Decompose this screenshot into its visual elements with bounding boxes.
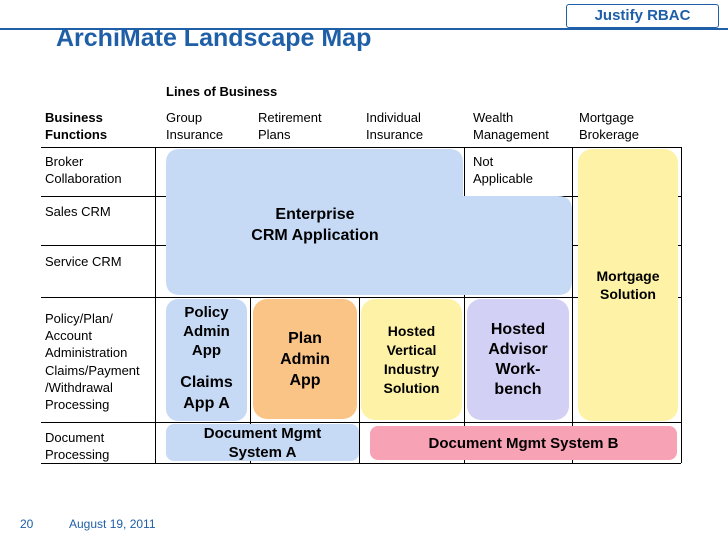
column-header-line: Retirement: [258, 110, 322, 125]
corner-header-line: Functions: [45, 127, 108, 142]
block-line: Hosted: [387, 322, 436, 339]
grid-line: [572, 147, 573, 463]
row-label-line: Service CRM: [45, 254, 122, 269]
not-applicable-line: Not: [473, 154, 494, 169]
block-line: Document Mgmt System B: [428, 434, 619, 452]
row-label-document-processing: Document Processing: [45, 429, 109, 463]
row-label-sales-crm: Sales CRM: [45, 203, 111, 220]
row-label-broker-collaboration: Broker Collaboration: [45, 153, 122, 187]
block-line: System A: [228, 444, 297, 461]
block-line: App A: [183, 395, 230, 412]
corner-header: Business Functions: [45, 109, 107, 143]
row-label-policy-administration: Policy/Plan/ Account Administration: [45, 310, 127, 361]
lines-of-business-label: Lines of Business: [166, 84, 278, 99]
grid-line: [155, 147, 156, 463]
grid-line: [681, 147, 682, 463]
column-header-line: Brokerage: [579, 127, 639, 142]
column-header-wealth-management: Wealth Management: [473, 109, 549, 143]
block-line: App: [191, 342, 222, 359]
row-label-line: Policy/Plan/: [45, 311, 113, 326]
block-line: Solution: [600, 286, 656, 302]
policy-admin-app-label: Policy Admin App: [166, 303, 247, 360]
row-label-line: Collaboration: [45, 171, 122, 186]
block-line: App: [289, 371, 321, 389]
row-label-claims-processing: Claims/Payment /Withdrawal Processing: [45, 362, 140, 413]
column-header-line: Wealth: [473, 110, 514, 125]
column-header-retirement-plans: Retirement Plans: [258, 109, 322, 143]
block-line: Mortgage: [596, 268, 660, 284]
block-line: Document Mgmt: [203, 425, 322, 442]
enterprise-crm-label: Enterprise CRM Application: [240, 204, 390, 246]
document-mgmt-system-a-block: [166, 424, 359, 461]
page-number: 20: [20, 517, 34, 531]
group-insurance-apps-block: [166, 299, 247, 421]
row-label-line: Document: [45, 430, 105, 445]
column-header-mortgage-brokerage: Mortgage Brokerage: [579, 109, 639, 143]
block-line: Admin: [280, 350, 330, 368]
grid-line: [41, 297, 681, 298]
block-line: Industry: [383, 360, 440, 377]
column-header-line: Insurance: [366, 127, 424, 142]
footer-date: August 19, 2011: [69, 517, 156, 531]
column-header-line: Mortgage: [579, 110, 634, 125]
block-line: Solution: [383, 379, 440, 396]
row-label-line: Broker: [45, 154, 84, 169]
grid-line: [41, 463, 681, 464]
block-line: Admin: [183, 323, 230, 340]
corner-header-line: Business: [45, 110, 103, 125]
row-label-line: Account: [45, 328, 92, 343]
not-applicable-label: Not Applicable: [473, 153, 533, 187]
column-header-line: Insurance: [166, 127, 224, 142]
block-line: Plan: [288, 329, 322, 347]
block-line: Claims: [180, 374, 233, 391]
grid-line: [359, 297, 360, 463]
row-label-line: /Withdrawal: [45, 380, 113, 395]
block-line: CRM Application: [251, 227, 379, 244]
grid-line: [41, 422, 681, 423]
block-line: Advisor: [488, 340, 548, 358]
column-header-line: Individual: [366, 110, 421, 125]
row-label-line: Claims/Payment: [45, 363, 140, 378]
column-header-individual-insurance: Individual Insurance: [366, 109, 423, 143]
column-header-line: Plans: [258, 127, 291, 142]
grid-line: [41, 147, 681, 148]
block-line: Vertical: [386, 341, 437, 358]
block-line: Policy: [184, 304, 229, 321]
grid-line: [250, 297, 251, 463]
row-label-line: Sales CRM: [45, 204, 111, 219]
justify-rbac-badge: Justify RBAC: [566, 4, 719, 28]
hosted-advisor-workbench-block: Hosted Advisor Work- bench: [467, 299, 569, 420]
document-mgmt-system-a-label: Document Mgmt System A: [166, 424, 359, 462]
plan-admin-app-block: Plan Admin App: [253, 299, 357, 419]
block-line: Hosted: [490, 320, 546, 338]
mortgage-solution-block: Mortgage Solution: [578, 149, 678, 421]
column-header-line: Management: [473, 127, 549, 142]
row-label-line: Processing: [45, 447, 110, 462]
hosted-vertical-industry-solution-block: Hosted Vertical Industry Solution: [361, 299, 462, 420]
column-header-line: Group: [166, 110, 203, 125]
block-line: bench: [494, 380, 542, 398]
column-header-group-insurance: Group Insurance: [166, 109, 223, 143]
row-label-line: Administration: [45, 345, 128, 360]
page-title: ArchiMate Landscape Map: [56, 24, 372, 52]
not-applicable-line: Applicable: [473, 171, 533, 186]
claims-app-label: Claims App A: [166, 372, 247, 414]
block-line: Work-: [495, 360, 541, 378]
document-mgmt-system-b-block: Document Mgmt System B: [370, 426, 677, 460]
block-line: Enterprise: [275, 206, 355, 223]
title-divider: [0, 28, 728, 30]
grid-line: [464, 147, 465, 463]
row-label-service-crm: Service CRM: [45, 253, 122, 270]
row-label-line: Processing: [45, 397, 110, 412]
